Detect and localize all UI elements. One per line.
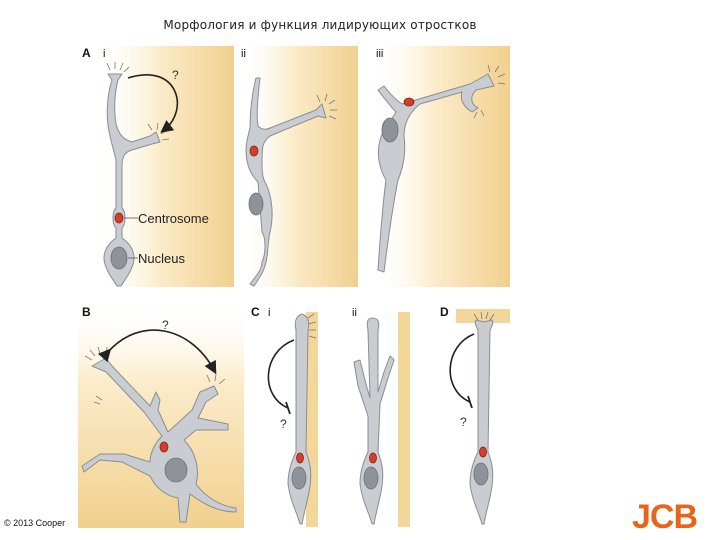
slide-title: Морфология и функция лидирующих отростко… (163, 18, 477, 32)
panel-a-ii: ii (238, 46, 358, 287)
question-mark: ? (460, 415, 467, 429)
panel-a-i-label: i (103, 48, 105, 60)
question-mark: ? (162, 318, 169, 332)
reorientation-arrow-blocked (449, 333, 475, 403)
filopodia-rays (307, 313, 317, 339)
nucleus (164, 457, 188, 483)
panel-c-label: C (251, 305, 260, 319)
filopodia-rays (473, 64, 506, 119)
substrate-strip (398, 312, 410, 527)
centrosome (403, 97, 415, 107)
nucleus (381, 117, 399, 143)
nucleus (363, 466, 379, 490)
panel-b-label: B (82, 305, 91, 319)
centrosome-label: Centrosome (138, 211, 209, 226)
copyright-notice: © 2013 Cooper (4, 518, 66, 528)
substrate-strip (456, 309, 510, 323)
centrosome (296, 452, 304, 464)
cell-body (245, 77, 327, 287)
panel-b: B ? (78, 302, 244, 528)
panel-a: A i ? Centrosome Nucleus ii (82, 46, 510, 287)
panel-c-i: i ? (267, 307, 318, 527)
centrosome (479, 446, 487, 458)
panel-c: C i ? ii (251, 305, 410, 527)
cell-body (377, 73, 495, 273)
question-mark: ? (280, 417, 287, 431)
cell-body (81, 357, 237, 523)
panel-a-i: i ? Centrosome Nucleus (96, 46, 234, 287)
panel-a-iii-label: iii (376, 48, 383, 60)
panel-a-label: A (82, 46, 91, 60)
filopodia-rays (316, 93, 337, 120)
nucleus (248, 192, 264, 216)
nucleus (473, 462, 489, 486)
reorientation-arrow-blocked (267, 339, 295, 409)
nucleus-label: Nucleus (138, 251, 185, 266)
cell-body (469, 319, 494, 525)
panel-a-iii: iii (372, 46, 510, 287)
centrosome (114, 212, 124, 224)
block-bar (285, 401, 291, 415)
panel-c-ii: ii (352, 307, 410, 527)
reorientation-arrow (127, 74, 179, 133)
nucleus (291, 466, 307, 490)
centrosome (159, 441, 169, 453)
panel-a-ii-label: ii (241, 48, 246, 60)
journal-logo: JCB (632, 498, 698, 536)
panel-c-i-label: i (268, 307, 270, 319)
filopodia-rays (473, 311, 495, 321)
substrate-gradient (78, 302, 244, 528)
centrosome (369, 452, 377, 464)
panel-d: D ? (440, 305, 510, 525)
panel-d-label: D (440, 305, 449, 319)
nucleus (110, 246, 128, 270)
panel-c-ii-label: ii (352, 307, 357, 319)
cell-body (353, 317, 395, 525)
reorientation-arrow (97, 329, 217, 375)
question-mark: ? (172, 68, 179, 82)
cell-body (103, 73, 161, 287)
centrosome (249, 145, 259, 157)
block-bar (467, 395, 473, 409)
